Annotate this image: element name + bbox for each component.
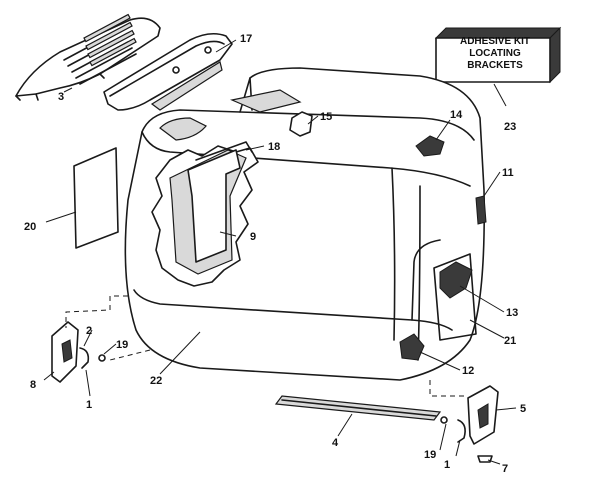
callout-19-left: 19 <box>116 339 128 351</box>
part-5-bracket <box>440 385 499 463</box>
callout-2: 2 <box>86 325 92 337</box>
callout-20: 20 <box>24 221 36 233</box>
callout-18: 18 <box>268 141 280 153</box>
kit-label-line2: LOCATING <box>469 48 521 59</box>
part-12-bracket <box>399 333 425 361</box>
callout-21: 21 <box>504 335 516 347</box>
part-20-decal <box>73 147 119 249</box>
callout-12: 12 <box>462 365 474 377</box>
callout-11: 11 <box>502 167 514 179</box>
part-17-rear-cover <box>103 32 233 111</box>
hidden-lines <box>65 295 466 397</box>
part-15-bracket <box>289 111 313 137</box>
part-11-bracket <box>475 195 487 225</box>
callout-13: 13 <box>506 307 518 319</box>
part-13-bracket <box>439 261 473 299</box>
callout-1-left: 1 <box>86 399 92 411</box>
callout-17: 17 <box>240 33 252 45</box>
callout-3: 3 <box>58 91 64 103</box>
callout-15: 15 <box>320 111 332 123</box>
callout-8: 8 <box>30 379 36 391</box>
part-23-kit-box <box>434 26 562 84</box>
callout-14: 14 <box>450 109 463 121</box>
callout-7: 7 <box>502 463 508 475</box>
callout-1-right: 1 <box>444 459 450 471</box>
kit-label-line3: BRACKETS <box>467 60 523 71</box>
part-22-cowl <box>124 67 487 381</box>
leader-lines <box>43 39 517 465</box>
callout-4: 4 <box>332 437 339 449</box>
cutaway-interior <box>151 141 259 287</box>
callout-22: 22 <box>150 375 162 387</box>
part-3-grille <box>15 13 161 101</box>
part-8-bracket <box>51 321 106 383</box>
callout-9: 9 <box>250 231 256 243</box>
part-4-strip <box>274 395 442 421</box>
callout-5: 5 <box>520 403 526 415</box>
callout-19-right: 19 <box>424 449 436 461</box>
part-14-bracket <box>415 135 445 157</box>
callout-23: 23 <box>504 121 516 133</box>
kit-label-line1: ADHESIVE KIT <box>460 36 530 47</box>
